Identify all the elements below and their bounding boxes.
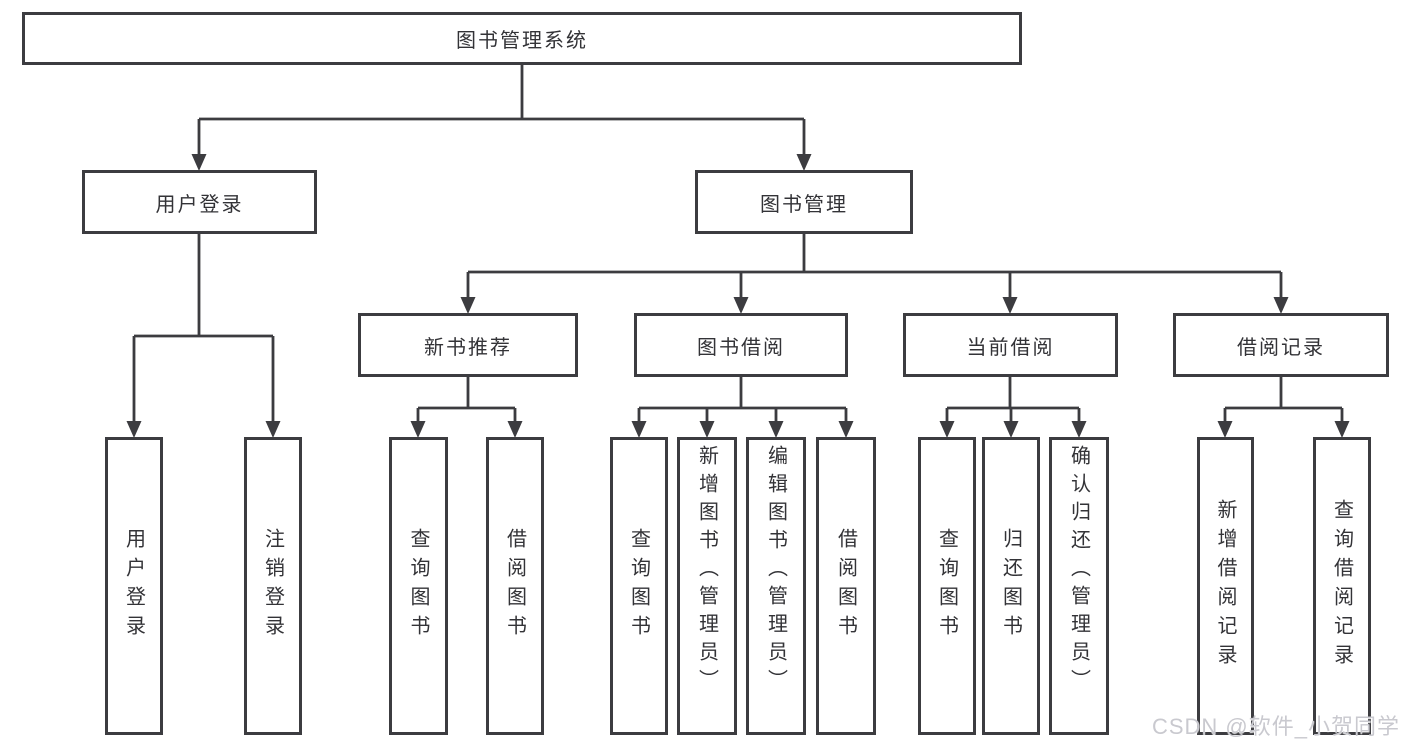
node-user-login: 用户登录	[82, 170, 317, 234]
connector-stroke-paths	[132, 65, 1344, 422]
leaf-add-borrow-record: 新增借阅记录	[1197, 437, 1254, 735]
leaf-user-login: 用户登录	[105, 437, 163, 735]
leaf-borrow-books-1: 借阅图书	[486, 437, 544, 735]
node-current-borrow: 当前借阅	[903, 313, 1118, 377]
node-borrow-records: 借阅记录	[1173, 313, 1389, 377]
leaf-query-borrow-record: 查询借阅记录	[1313, 437, 1371, 735]
leaf-return-books: 归还图书	[982, 437, 1040, 735]
leaf-query-books-1: 查询图书	[389, 437, 448, 735]
leaf-query-books-3: 查询图书	[918, 437, 976, 735]
leaf-borrow-books-2: 借阅图书	[816, 437, 876, 735]
node-root: 图书管理系统	[22, 12, 1022, 65]
node-book-management: 图书管理	[695, 170, 913, 234]
leaf-edit-books-admin: 编辑图书（管理员）	[746, 437, 806, 735]
csdn-watermark: CSDN @软件_小贺同学	[1151, 714, 1400, 739]
node-book-borrow: 图书借阅	[634, 313, 848, 377]
leaf-query-books-2: 查询图书	[610, 437, 668, 735]
leaf-add-books-admin: 新增图书（管理员）	[677, 437, 737, 735]
node-new-book-recommend: 新书推荐	[358, 313, 578, 377]
leaf-logout-login: 注销登录	[244, 437, 302, 735]
leaf-confirm-return-admin: 确认归还（管理员）	[1049, 437, 1109, 735]
